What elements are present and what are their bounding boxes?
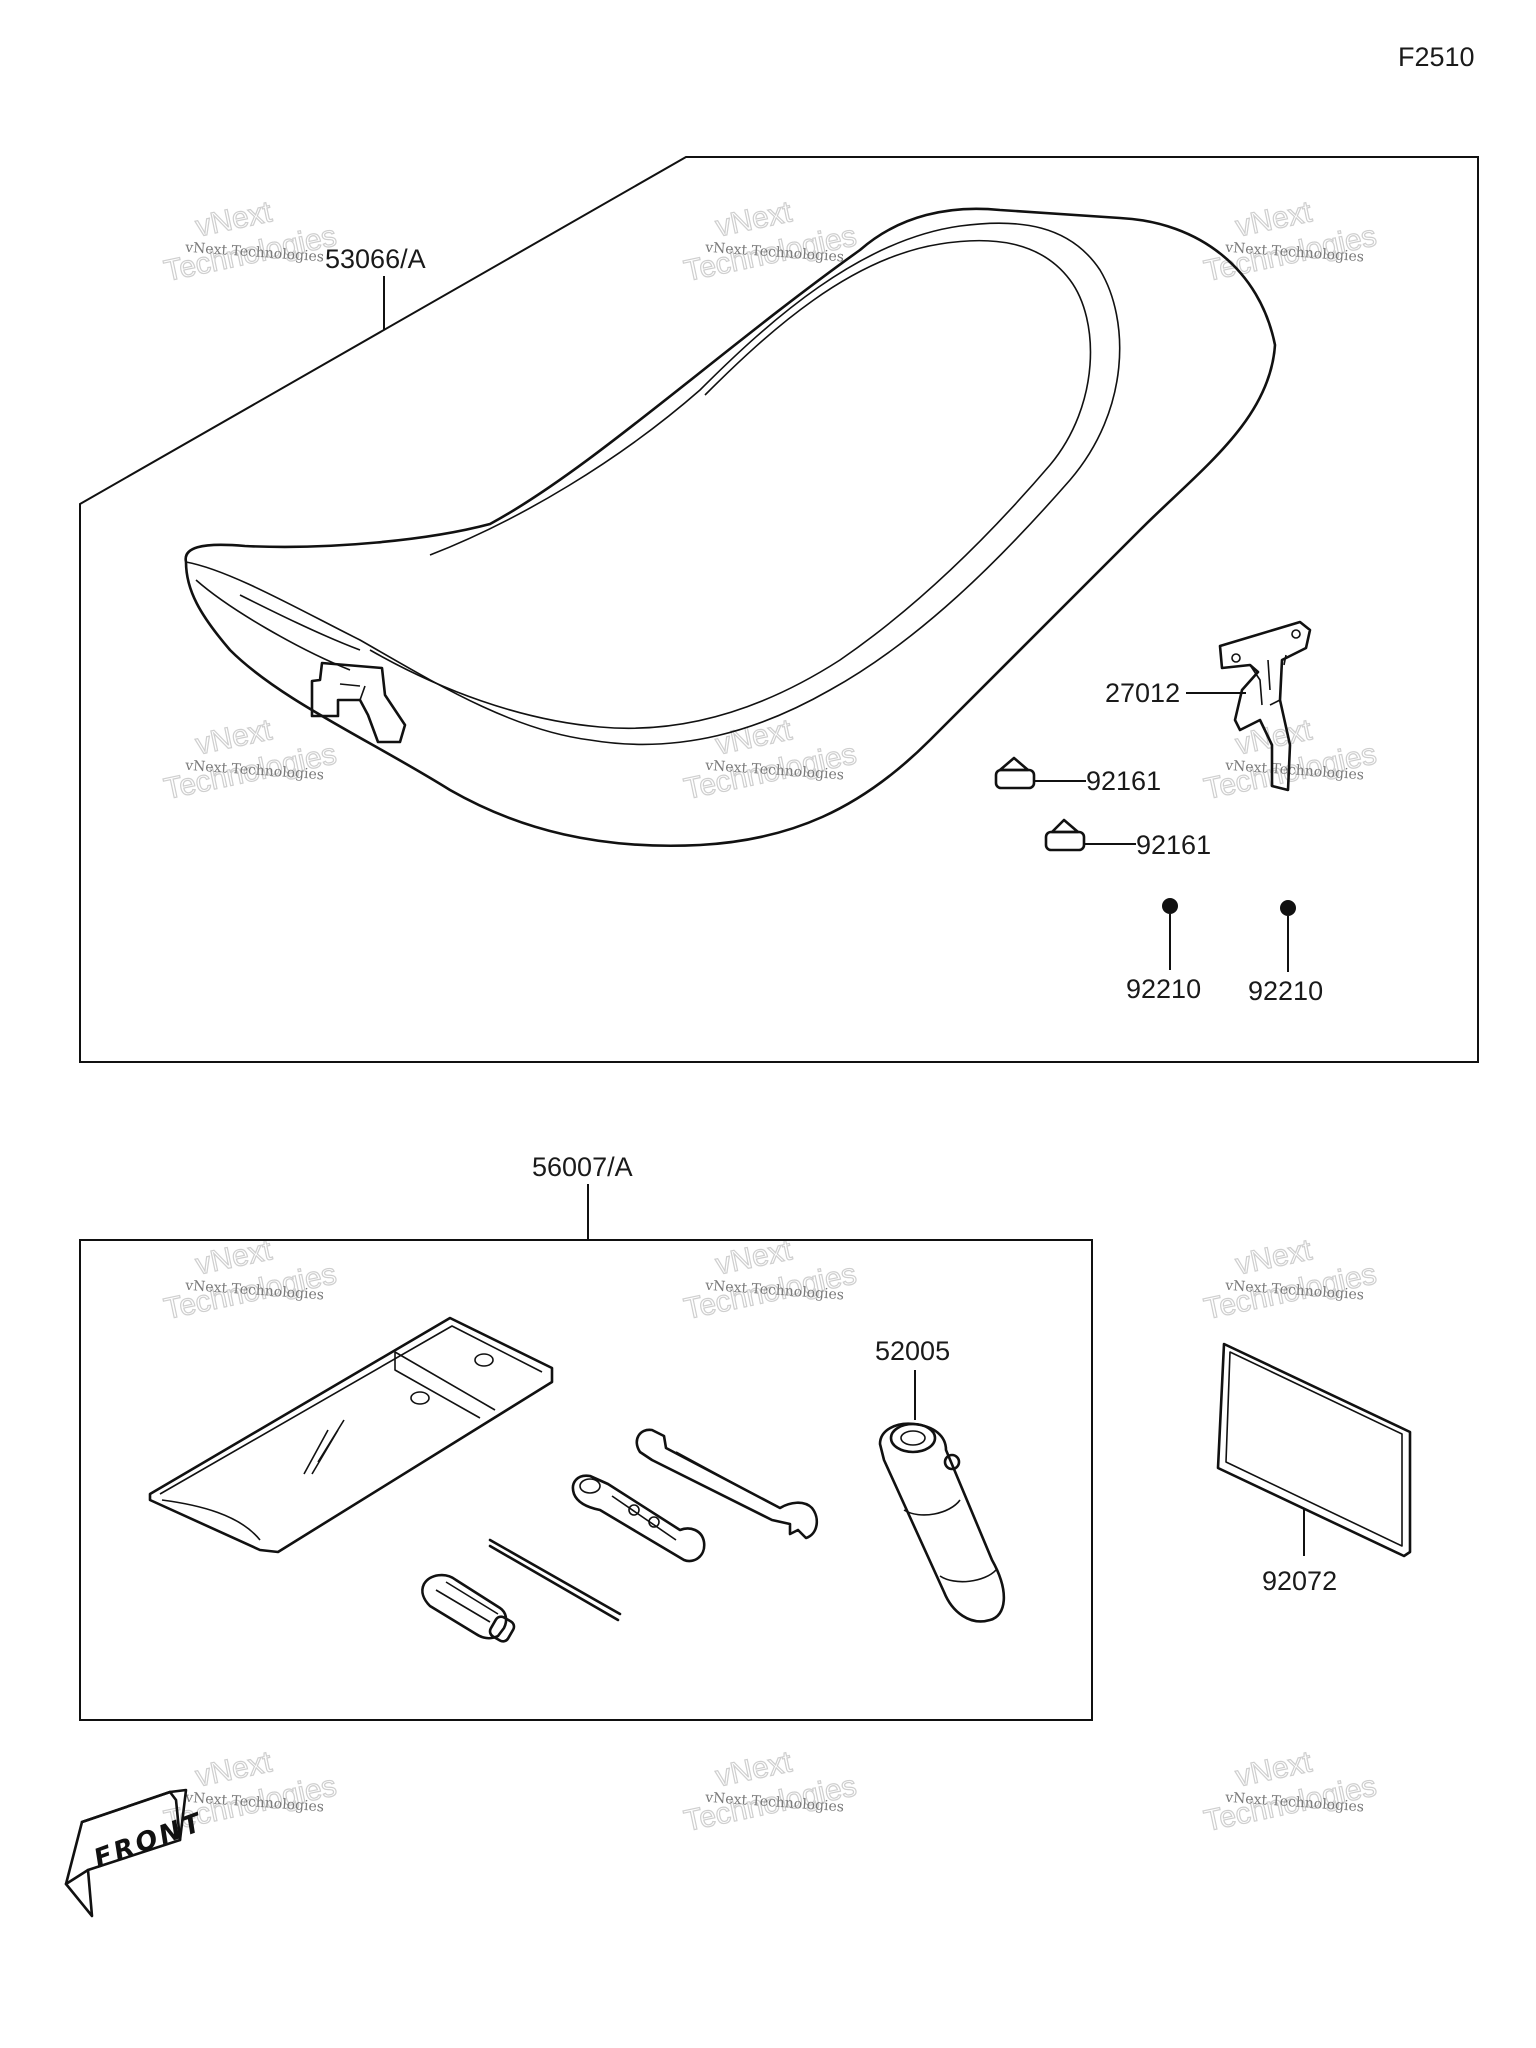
watermark: Technologies vNext vNext Technologies <box>161 195 340 289</box>
tommy-bar <box>488 1538 622 1622</box>
watermark: Technologies vNext vNext Technologies <box>161 1233 340 1327</box>
callout-tool-kit: 56007/A <box>532 1152 633 1182</box>
watermark: Technologies vNext vNext Technologies <box>681 1233 860 1327</box>
screwdriver <box>421 1573 516 1643</box>
stopper-92161-a <box>994 756 1036 790</box>
tool-kit-frame <box>79 1239 1093 1721</box>
wrench <box>635 1428 819 1540</box>
diagram-code: F2510 <box>1398 42 1475 72</box>
callout-grip: 52005 <box>875 1336 950 1366</box>
bracket-27012 <box>1218 620 1312 792</box>
tool-bag <box>148 1316 554 1554</box>
callout-stopper-1: 92161 <box>1086 766 1161 796</box>
callout-seat: 53066/A <box>325 244 426 274</box>
callout-manual: 92072 <box>1262 1566 1337 1596</box>
watermark: Technologies vNext vNext Technologies <box>681 195 860 289</box>
grip <box>878 1422 1006 1623</box>
nut-92210-b <box>1280 900 1296 916</box>
nut-92210-a <box>1162 898 1178 914</box>
seat <box>184 207 1277 848</box>
watermark: Technologies vNext vNext Technologies <box>1201 1745 1380 1839</box>
callout-nut-2: 92210 <box>1248 976 1323 1006</box>
watermark: Technologies vNext vNext Technologies <box>681 713 860 807</box>
stopper-92161-b <box>1044 818 1086 852</box>
watermark-grid: Technologies vNext vNext Technologies Te… <box>161 195 1380 1839</box>
watermark: Technologies vNext vNext Technologies <box>681 1745 860 1839</box>
callout-bracket: 27012 <box>1105 678 1180 708</box>
callout-stopper-2: 92161 <box>1136 830 1211 860</box>
callout-nut-1: 92210 <box>1126 974 1201 1004</box>
front-label: FRONT <box>90 1807 208 1874</box>
watermark: Technologies vNext vNext Technologies <box>161 713 340 807</box>
box-spanner <box>571 1474 706 1563</box>
watermark: Technologies vNext vNext Technologies <box>1201 1233 1380 1327</box>
seat-group-frame <box>79 156 1479 1063</box>
owners-manual <box>1216 1342 1412 1558</box>
watermark: Technologies vNext vNext Technologies <box>1201 195 1380 289</box>
